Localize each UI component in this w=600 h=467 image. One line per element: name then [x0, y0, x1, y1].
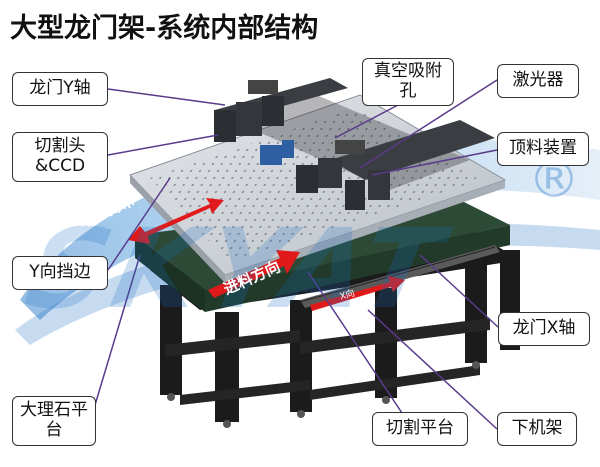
callout-y-stop: Y向挡边 — [12, 256, 108, 290]
leader-lines — [94, 79, 499, 430]
callout-frame: 下机架 — [497, 412, 577, 446]
x-rail — [299, 245, 500, 311]
page-title: 大型龙门架-系统内部结构 — [10, 13, 319, 44]
direction-arrows — [128, 198, 300, 298]
callout-lift-device: 顶料装置 — [497, 132, 589, 166]
callout-laser: 激光器 — [497, 64, 579, 98]
callout-vacuum: 真空吸附 孔 — [362, 58, 454, 106]
callout-gantry-y: 龙门Y轴 — [12, 72, 108, 106]
callout-cutting-head: 切割头 &CCD — [12, 132, 108, 182]
callout-marble: 大理石平 台 — [12, 396, 96, 446]
callout-gantry-x: 龙门X轴 — [498, 312, 590, 346]
callout-cutting-platform: 切割平台 — [372, 412, 468, 446]
gantry-heads — [214, 80, 390, 210]
feed-direction-arrow — [208, 250, 300, 298]
x-direction-arrow — [310, 276, 405, 311]
out-direction-arrow — [128, 198, 224, 244]
